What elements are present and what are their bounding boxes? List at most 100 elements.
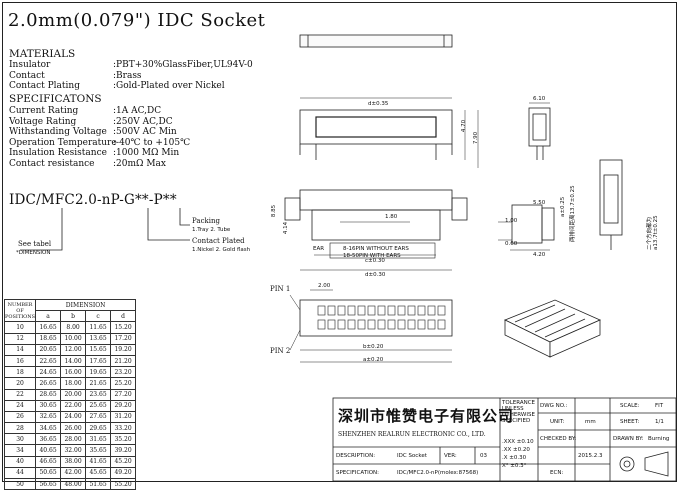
- page-title: 2.0mm(0.079") IDC Socket: [8, 10, 266, 31]
- part-code: IDC/MFC2.0-nP-G**-P**: [9, 192, 177, 208]
- dim-c030: c±0.30: [365, 258, 385, 264]
- materials-heading: MATERIALS: [9, 48, 76, 60]
- spec-value: :20mΩ Max: [113, 158, 166, 169]
- unit-value: mm: [585, 419, 596, 425]
- sheet-value: 1/1: [655, 419, 664, 425]
- packing-options: 1.Tray 2. Tube: [192, 227, 231, 233]
- dimension-cell: 19.20: [110, 343, 137, 356]
- pin-contact: [397, 305, 406, 316]
- see-table-label: See tabel: [18, 240, 52, 248]
- dim-420: 4.20: [533, 252, 546, 258]
- date-value: 2015.2.3: [578, 453, 603, 459]
- checked-label: CHECKED BY:: [540, 436, 577, 442]
- position-count-cell: 10: [3, 321, 37, 334]
- unit-label: UNIT:: [550, 419, 565, 425]
- plated-options: 1.Nickel 2. Gold flash: [192, 247, 251, 253]
- spec-value: :1A AC,DC: [113, 106, 162, 116]
- ver-label: VER:: [444, 453, 457, 459]
- pin-contact: [327, 305, 336, 316]
- dim-414: 4.14: [283, 221, 290, 235]
- materials-list: Insulator:PBT+30%GlassFiber,UL94V-0 Cont…: [9, 60, 253, 92]
- dim-550: 5.50: [533, 200, 546, 206]
- desc-value: IDC Socket: [397, 453, 427, 459]
- pin-contact: [317, 305, 326, 316]
- spec-label: Contact resistance: [9, 158, 95, 169]
- dimension-cell: 49.20: [110, 466, 137, 480]
- pin-contact: [337, 305, 346, 316]
- pin-contact: [377, 319, 386, 330]
- ear-label: EAR: [313, 246, 325, 252]
- company-cn: 深圳市惟赞电子有限公司: [338, 407, 515, 425]
- tol-row: X° ±0.3°: [502, 463, 527, 469]
- dim-470: 4.70: [461, 119, 468, 133]
- pin-contact: [357, 305, 366, 316]
- pin-contact: [317, 319, 326, 330]
- tolerance-note: TOLERANCE UNLESS OTHERWISE SPECIFIED: [502, 400, 536, 424]
- dimension-cell: 31.20: [110, 410, 137, 424]
- specs-heading: SPECIFICATONS: [9, 93, 102, 105]
- dim-a025: a±0.25: [560, 196, 566, 217]
- drawn-label: DRAWN BY:: [613, 436, 644, 442]
- front-view-body: [299, 109, 453, 145]
- spec-label: Current Rating: [9, 106, 79, 116]
- dim-180: 1.80: [385, 214, 398, 220]
- material-value: :Brass: [113, 70, 142, 81]
- dim-100: 1.00: [505, 218, 518, 224]
- pin-contact: [357, 319, 366, 330]
- spec-label: Operation Temperature: [9, 137, 117, 148]
- dim-d030: d±0.30: [365, 272, 386, 278]
- pin1-label: PIN 1: [270, 285, 291, 293]
- dim-885: 8.85: [271, 204, 278, 218]
- eared-side-view: [511, 204, 543, 244]
- note-box-1: 8-16PIN WITHOUT EARS: [343, 246, 409, 252]
- spec-value: :500V AC Min: [113, 127, 177, 138]
- scale-value: FIT: [655, 403, 664, 409]
- ver-value: 03: [480, 453, 487, 459]
- pin-contact: [437, 305, 446, 316]
- pin-contact: [427, 305, 436, 316]
- chinese-side-note: 两排间距离13.7±0.25: [570, 185, 576, 242]
- pin-contact: [387, 319, 396, 330]
- drawing-frame: [2, 2, 677, 482]
- pin-contact: [367, 305, 376, 316]
- material-value: :Gold-Plated over Nickel: [113, 81, 225, 92]
- title-block-frame: [332, 397, 677, 482]
- dim-side-note: 二个方向都为a13.7t±0.25: [647, 215, 659, 250]
- spec-value: :250V AC,DC: [113, 116, 173, 127]
- side-view-body: [528, 107, 551, 147]
- desc-label: DESCRIPTION:: [336, 453, 376, 459]
- spec-label: Insulation Resistance: [9, 148, 107, 159]
- dim-b020: b±0.20: [363, 344, 384, 350]
- dimension-table: NUMBER OF POSITIONS DIMENSION a b c d 10…: [3, 298, 137, 490]
- dim-d035: d±0.35: [368, 101, 389, 107]
- specs-list: Current Rating :1A AC,DC Voltage Rating :2…: [9, 106, 190, 170]
- note-box-2: 18-50PIN WITH EARS: [343, 253, 401, 259]
- pin-contact: [397, 319, 406, 330]
- spec-value: :1000 MΩ Min: [113, 148, 180, 159]
- plated-label: Contact Plated: [192, 237, 245, 245]
- pin-contact: [337, 319, 346, 330]
- pin-contact: [367, 319, 376, 330]
- sheet-label: SHEET:: [620, 419, 640, 425]
- pin-contact: [427, 319, 436, 330]
- dim-790: 7.90: [473, 131, 480, 145]
- dim-a020: a±0.20: [363, 357, 384, 363]
- pin-contact: [327, 319, 336, 330]
- material-label: Contact: [9, 70, 45, 81]
- pin-contact: [347, 319, 356, 330]
- top-view-body: [299, 34, 453, 48]
- scale-label: SCALE:: [620, 403, 640, 409]
- dim-200: 2.00: [318, 283, 331, 289]
- spec-label: Voltage Rating: [9, 116, 77, 127]
- pin-contact: [377, 305, 386, 316]
- pin-contact: [417, 305, 426, 316]
- tol-row: .X ±0.30: [502, 455, 527, 461]
- dwg-no-label: DWG NO.:: [540, 403, 568, 409]
- tol-row: .XXX ±0.10: [502, 439, 534, 445]
